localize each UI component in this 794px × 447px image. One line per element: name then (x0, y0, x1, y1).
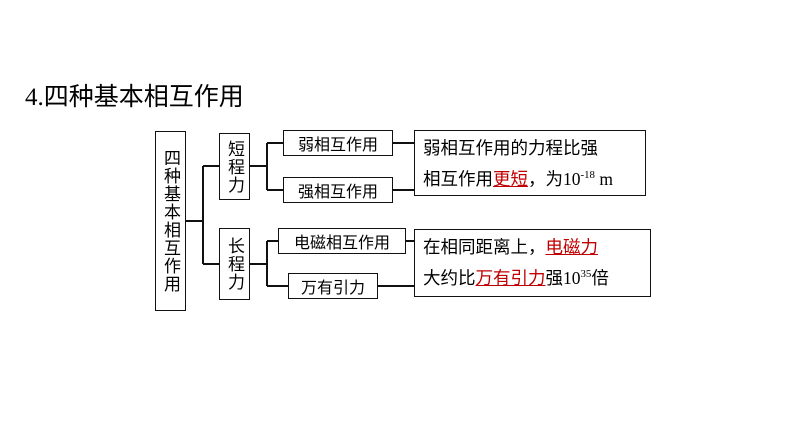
desc-long-line2-text-b: 强10 (545, 268, 581, 288)
desc-short-line-1: 弱相互作用的力程比强 (423, 133, 638, 164)
node-electromagnetic-interaction: 电磁相互作用 (278, 228, 406, 254)
desc-short-line2-text-c: m (594, 169, 613, 189)
desc-long-line-2: 大约比万有引力强1035倍 (423, 263, 643, 294)
desc-short-line2-text-b: ，为10 (528, 169, 581, 189)
node-weak-interaction: 弱相互作用 (283, 130, 393, 156)
page-title: 4.四种基本相互作用 (25, 84, 244, 111)
desc-short-line2-text-a: 相互作用 (423, 169, 493, 189)
node-short-range-force: 短程力 (219, 133, 250, 200)
desc-long-line-1: 在相同距离上，电磁力 (423, 232, 643, 263)
desc-long-line2-text-c: 倍 (591, 268, 609, 288)
description-long-range-force: 在相同距离上，电磁力 大约比万有引力强1035倍 (414, 229, 651, 297)
desc-long-line2-text-a: 大约比 (423, 268, 476, 288)
desc-short-exponent: -18 (580, 169, 595, 182)
node-four-fundamental-interactions: 四种基本相互作用 (155, 131, 186, 311)
desc-short-highlight-shorter: 更短 (493, 169, 528, 189)
node-strong-interaction: 强相互作用 (283, 177, 393, 203)
desc-long-exponent: 35 (580, 268, 592, 281)
desc-long-highlight-electromagnetic-force: 电磁力 (545, 237, 599, 257)
desc-long-line1-text-a: 在相同距离上， (423, 237, 546, 257)
desc-short-line1-text: 弱相互作用的力程比强 (423, 138, 598, 158)
node-long-range-force: 长程力 (219, 228, 250, 300)
description-short-range-force: 弱相互作用的力程比强 相互作用更短，为10-18 m (414, 130, 646, 196)
desc-long-highlight-universal-gravitation: 万有引力 (475, 268, 546, 288)
node-universal-gravitation: 万有引力 (288, 273, 378, 299)
desc-short-line-2: 相互作用更短，为10-18 m (423, 164, 638, 195)
